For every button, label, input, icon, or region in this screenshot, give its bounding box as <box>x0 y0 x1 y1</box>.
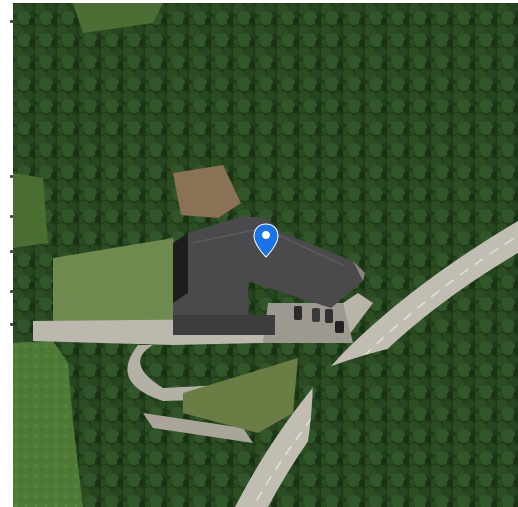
parked-car <box>325 309 333 323</box>
edge-fragment <box>10 250 13 253</box>
main-road <box>235 221 518 507</box>
building-shadow <box>173 233 188 303</box>
building-annex <box>173 315 275 335</box>
building-grounds <box>53 238 188 323</box>
grass-patch-lower <box>183 358 298 433</box>
meadow-top <box>73 3 163 33</box>
satellite-map[interactable] <box>13 3 518 507</box>
left-edge-fragments <box>0 0 13 507</box>
edge-fragment <box>10 290 13 293</box>
dirt-clearing <box>173 165 241 218</box>
grass-field-left <box>13 341 83 507</box>
edge-fragment <box>10 175 13 178</box>
parked-car <box>294 306 302 320</box>
building-side-wall <box>353 261 365 281</box>
road-centerline <box>252 238 514 507</box>
grass-strip-left <box>13 173 48 248</box>
map-pin-icon[interactable] <box>253 223 279 258</box>
parked-car <box>335 321 344 333</box>
edge-fragment <box>10 215 13 218</box>
lower-path <box>143 413 253 443</box>
trees-lower-right <box>293 333 518 507</box>
edge-fragment <box>10 20 13 23</box>
building-roof <box>173 216 363 318</box>
edge-fragment <box>10 323 13 326</box>
parked-car <box>312 308 320 322</box>
